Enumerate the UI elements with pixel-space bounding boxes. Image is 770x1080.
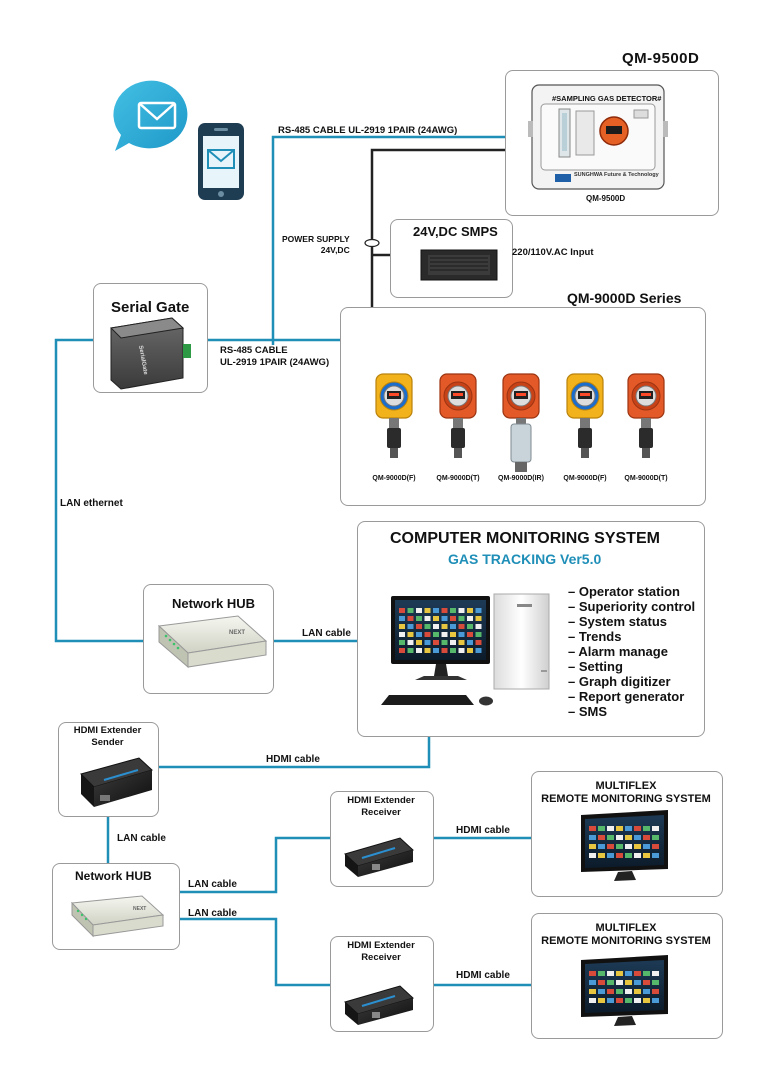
hdmi-receiver-1-line2: Receiver [361, 807, 401, 818]
lan-cable-hub-r1 [178, 836, 330, 894]
rs485-cable-top [271, 135, 516, 345]
network-hub-top-brand: NEXT [229, 630, 246, 636]
cms-feature-item: – Report generator [568, 689, 685, 704]
lan-cable-r1-label: LAN cable [188, 879, 237, 890]
network-hub-bottom-brand: NEXT [133, 906, 147, 912]
hdmi-receiver-1-title: HDMI Extender Receiver [330, 795, 432, 819]
remote-1-line1: MULTIFLEX [595, 780, 657, 792]
rs485-cable-serial-left [54, 338, 144, 643]
cms-feature-item: – Setting [568, 659, 623, 674]
rs485-top-label: RS-485 CABLE UL-2919 1PAIR (24AWG) [278, 125, 458, 136]
detector-label-4: QM-9000D(F) [563, 475, 607, 482]
remote-2-title: MULTIFLEX REMOTE MONITORING SYSTEM [531, 922, 721, 948]
hdmi-cable-sender-label: HDMI cable [266, 754, 320, 765]
power-supply-line2: 24V,DC [320, 245, 350, 255]
rs485-mid-line2: UL-2919 1PAIR (24AWG) [220, 357, 330, 368]
hdmi-receiver-2-line1: HDMI Extender [347, 940, 415, 951]
lan-cable-hub-r2 [178, 917, 330, 987]
hdmi-receiver-2-title: HDMI Extender Receiver [330, 940, 432, 964]
hdmi-sender-line2: Sender [91, 737, 124, 748]
serial-gate-title: Serial Gate [111, 299, 190, 316]
hdmi-receiver-1-line1: HDMI Extender [347, 795, 415, 806]
network-hub-top-title: Network HUB [172, 596, 256, 611]
ac-input-label: 220/110V.AC Input [512, 247, 594, 258]
hdmi-sender-line1: HDMI Extender [73, 725, 142, 736]
qm9500d-panel-label: #SAMPLING GAS DETECTOR# [552, 94, 662, 103]
qm9000d-title: QM-9000D Series [567, 290, 682, 306]
qm9500d-brand: SUNGHWA Future & Technology [574, 172, 659, 178]
cms-feature-item: – Alarm manage [568, 644, 668, 659]
cms-subtitle: GAS TRACKING Ver5.0 [448, 551, 602, 567]
qm9500d-title: QM-9500D [622, 50, 700, 67]
cms-feature-item: – SMS [568, 704, 608, 719]
hdmi-sender-title: HDMI Extender Sender [58, 725, 157, 749]
remote-2-line2: REMOTE MONITORING SYSTEM [541, 935, 711, 947]
cms-title: COMPUTER MONITORING SYSTEM [390, 530, 660, 547]
cms-feature-item: – Operator station [568, 584, 680, 599]
detector-label-2: QM-9000D(T) [436, 475, 480, 482]
remote-1-title: MULTIFLEX REMOTE MONITORING SYSTEM [531, 780, 721, 806]
cms-feature-list: – Operator station– Superiority control–… [568, 584, 695, 719]
smartphone-icon [198, 123, 244, 200]
remote-2-line1: MULTIFLEX [595, 922, 657, 934]
hdmi-cable-r2-label: HDMI cable [456, 970, 510, 981]
lan-cable-hub-pc-label: LAN cable [302, 628, 351, 639]
cms-feature-item: – System status [568, 614, 667, 629]
cms-feature-item: – Trends [568, 629, 622, 644]
hdmi-cable-r1-label: HDMI cable [456, 825, 510, 836]
hdmi-receiver-2-line2: Receiver [361, 952, 401, 963]
power-supply-label: POWER SUPPLY 24V,DC [282, 234, 350, 256]
lan-cable-r2-label: LAN cable [188, 908, 237, 919]
cms-feature-item: – Superiority control [568, 599, 696, 614]
detector-label-3: QM-9000D(IR) [498, 475, 544, 482]
lan-cable-sender-hub-label: LAN cable [117, 833, 166, 844]
hdmi-cable-sender [157, 735, 431, 769]
cable-junction-marker [364, 238, 380, 248]
cms-feature-item: – Graph digitizer [568, 674, 671, 689]
power-supply-line1: POWER SUPPLY [282, 234, 350, 244]
envelope-icon [113, 80, 188, 151]
smps-title: 24V,DC SMPS [413, 224, 498, 239]
detector-label-5: QM-9000D(T) [624, 475, 668, 482]
qm9500d-caption: QM-9500D [586, 194, 626, 203]
detector-label-1: QM-9000D(F) [372, 475, 416, 482]
lan-ethernet-label: LAN ethernet [60, 498, 123, 509]
rs485-mid-line1: RS-485 CABLE [220, 345, 288, 356]
remote-1-line2: REMOTE MONITORING SYSTEM [541, 793, 711, 805]
rs485-mid-label: RS-485 CABLE UL-2919 1PAIR (24AWG) [220, 345, 329, 369]
network-hub-bottom-title: Network HUB [75, 869, 152, 883]
